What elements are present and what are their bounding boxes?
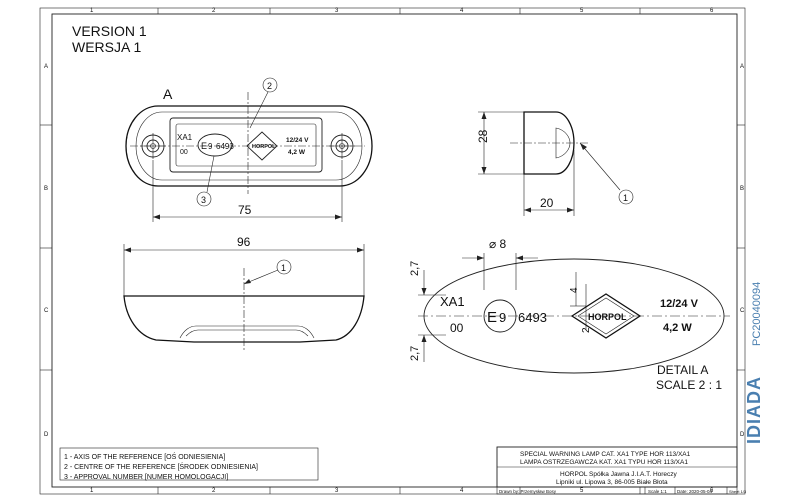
callout-3-leader	[206, 155, 215, 193]
title-line-2: LAMPA OSTRZEGAWCZA KAT. XA1 TYPU HOR 113…	[520, 459, 688, 466]
detail-label: DETAIL A	[657, 363, 708, 377]
front-approval-num: 9	[208, 142, 213, 151]
detail-brand-diamond	[570, 293, 642, 339]
row-label-b-right: B	[740, 186, 744, 192]
inner-frame	[51, 13, 738, 488]
watermark-code: PC20040094	[751, 282, 763, 346]
lens-frame	[169, 117, 323, 173]
dim-28-label: 28	[476, 129, 490, 143]
front-brand-text: HORPOL	[252, 144, 276, 150]
side-view: 28 20 1	[476, 111, 634, 216]
detail-dim-diameter: ⌀ 8	[489, 237, 507, 251]
front-inner-outline	[135, 111, 363, 181]
row-label-c: C	[44, 308, 49, 314]
dim-20-label: 20	[540, 196, 554, 210]
side-callout-1-leader	[579, 142, 621, 191]
front-voltage: 12/24 V	[286, 137, 309, 144]
company-line-1: HORPOL Spółka Jawna J.I.A.T. Horeczy	[560, 471, 678, 478]
watermark-logo-text: IDIADA	[744, 376, 764, 444]
lens-inner	[175, 123, 317, 167]
col-label-4: 4	[460, 8, 464, 14]
side-callout-1-label: 1	[623, 193, 628, 203]
row-label-a: A	[44, 64, 48, 70]
front-view: A XA1 00 E 9 6493	[125, 77, 373, 222]
detail-power: 4,2 W	[663, 322, 692, 334]
company-line-2: Lipniki ul. Lipowa 3, 86-005 Białe Błota	[556, 479, 668, 486]
col-label-6: 6	[710, 8, 714, 14]
dim-75-label: 75	[238, 203, 252, 217]
col-label-3: 3	[335, 8, 339, 14]
drawn-by: Drawn by: Przemysław Bosy	[499, 489, 557, 494]
legend-box	[59, 447, 319, 481]
outer-border	[39, 7, 746, 495]
bottom-view: 96 1	[123, 235, 365, 352]
detail-marking-sub: 00	[450, 321, 464, 335]
legend-item-1: 1 - AXIS OF THE REFERENCE [OŚ ODNIESIENI…	[64, 452, 225, 461]
sheet-cell: Sheet 1/3	[729, 489, 747, 494]
side-callout-1-circle	[618, 189, 634, 205]
callout-2-label: 2	[267, 81, 272, 91]
callout-3-label: 3	[201, 195, 206, 205]
detail-voltage: 12/24 V	[660, 298, 699, 310]
front-approval-e: E	[201, 141, 207, 151]
view-label-a: A	[163, 86, 173, 102]
title-line-1: SPECIAL WARNING LAMP CAT. XA1 TYPE HOR 1…	[520, 451, 691, 458]
row-label-d: D	[44, 432, 49, 438]
detail-dim-bottom-27: 2,7	[409, 346, 421, 361]
legend-item-2: 2 - CENTRE OF THE REFERENCE [ŚRODEK ODNI…	[64, 462, 258, 471]
row-label-c-right: C	[740, 308, 745, 314]
callout-2-leader	[249, 91, 269, 129]
callout-3-circle	[196, 191, 212, 207]
detail-approval-e: E	[487, 309, 497, 326]
version-label-pl: WERSJA 1	[72, 39, 141, 55]
col-label-2: 2	[212, 8, 216, 14]
callout-2-circle	[262, 77, 278, 93]
version-label-en: VERSION 1	[72, 23, 147, 39]
front-brand-diamond	[246, 131, 278, 161]
col-label-3-bottom: 3	[335, 488, 339, 494]
detail-marking-code: XA1	[440, 294, 465, 309]
title-block: SPECIAL WARNING LAMP CAT. XA1 TYPE HOR 1…	[496, 446, 747, 495]
col-label-1-bottom: 1	[90, 488, 94, 494]
detail-scale: SCALE 2 : 1	[656, 378, 722, 392]
detail-approval-num: 9	[499, 310, 506, 325]
legend: 1 - AXIS OF THE REFERENCE [OŚ ODNIESIENI…	[59, 447, 319, 481]
col-label-5-bottom: 5	[580, 488, 584, 494]
col-label-6-bottom: 6	[710, 488, 714, 494]
bottom-lens-line	[179, 325, 315, 339]
idiada-watermark: IDIADA PC20040094	[744, 282, 764, 444]
detail-dim-top-27: 2,7	[409, 261, 421, 276]
front-outline	[125, 105, 373, 187]
detail-brand-text: HORPOL	[588, 312, 627, 322]
row-label-d-right: D	[740, 432, 745, 438]
bottom-profile	[123, 295, 365, 343]
detail-a-view: ⌀ 8 2,7 2,7 XA1 00 E 9 6493 4 2 HORPOL 1…	[409, 237, 730, 392]
detail-dim-4: 4	[569, 287, 580, 293]
detail-dim-2: 2	[581, 327, 592, 333]
detail-approval-circle	[483, 299, 517, 333]
front-marking-sub: 00	[180, 149, 188, 156]
bottom-callout-1-circle	[276, 259, 292, 275]
scale-cell: Scale 1:1	[648, 489, 667, 494]
dim-96-label: 96	[237, 235, 251, 249]
col-label-4-bottom: 4	[460, 488, 464, 494]
front-power: 4,2 W	[288, 149, 306, 156]
front-approval-code: 6493	[216, 142, 234, 151]
legend-item-3: 3 - APPROVAL NUMBER [NUMER HOMOLOGACJI]	[64, 474, 228, 481]
detail-approval-code: 6493	[518, 310, 547, 325]
col-label-5: 5	[580, 8, 584, 14]
date-cell: Date: 2020-05-04	[677, 489, 713, 494]
col-label-1: 1	[90, 8, 94, 14]
row-label-b: B	[44, 186, 48, 192]
row-label-a-right: A	[740, 64, 744, 70]
grid-column-markers: 1 2 3 4 5 6 1 2 3 4 5 6	[90, 8, 714, 494]
col-label-2-bottom: 2	[212, 488, 216, 494]
front-marking-code: XA1	[177, 133, 193, 142]
grid-row-markers: A B C D A B C D	[40, 64, 745, 438]
front-approval-oval	[197, 133, 233, 157]
bottom-callout-1-label: 1	[281, 263, 286, 273]
